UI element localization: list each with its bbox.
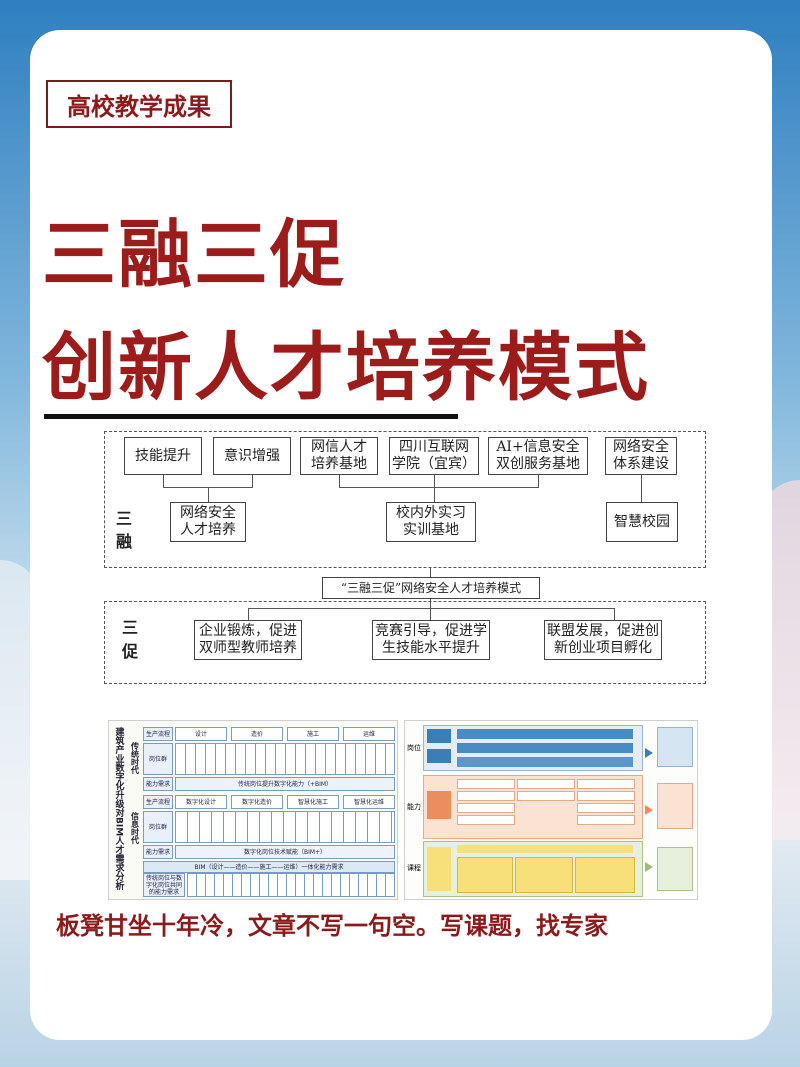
- era-traditional: 传统时代: [130, 742, 140, 774]
- model-center-title: “三融三促”网络安全人才培养模式: [322, 577, 540, 599]
- slogan-text: 板凳甘坐十年冷，文章不写一句空。写课题，找专家: [56, 912, 608, 940]
- category-tag: 高校教学成果: [46, 80, 232, 128]
- box-competition: 竞赛引导，促进学 生技能水平提升: [372, 620, 490, 660]
- san-rong-frame: [104, 431, 706, 568]
- san-rong-char-1: 三: [116, 509, 133, 528]
- stage: 运维: [343, 727, 395, 741]
- box-enterprise-training: 企业锻炼，促进 双师型教师培养: [194, 620, 302, 660]
- san-cu-char-2: 促: [122, 642, 139, 661]
- row-label: 岗位群: [143, 743, 173, 775]
- bim-side-title: 建筑产业数字化升级对BIM人才需求分析: [113, 727, 124, 891]
- box-awareness: 意识增强: [213, 437, 291, 475]
- common-abilities-grid: [187, 873, 395, 897]
- digital-positions-grid: [175, 811, 395, 843]
- stage: 数字化设计: [175, 795, 227, 809]
- san-cu-frame: [104, 601, 706, 684]
- col-label: 课程: [407, 864, 421, 872]
- title-line-2: 创新人才培养模式: [42, 325, 650, 411]
- box-skill-improve: 技能提升: [124, 437, 202, 475]
- box-smart-campus: 智慧校园: [606, 502, 678, 542]
- row-label: 能力需求: [143, 777, 173, 791]
- stage: 数字化造价: [231, 795, 283, 809]
- row-label-common: 传统岗位与数字化岗位共同的能力需求: [143, 873, 185, 897]
- col-label: 岗位: [407, 744, 421, 752]
- box-alliance: 联盟发展，促进创 新创业项目孵化: [544, 620, 662, 660]
- col-label: 能力: [407, 803, 421, 811]
- box-security-system: 网络安全 体系建设: [605, 437, 677, 475]
- row-label: 岗位群: [143, 811, 173, 843]
- bar-digital: 数字化岗位技术赋能（BIM+）: [175, 845, 395, 859]
- bar-traditional: 传统岗位提升数字化能力（+BIM）: [175, 777, 395, 791]
- stage: 智慧化施工: [287, 795, 339, 809]
- box-talent-base: 网信人才 培养基地: [300, 437, 378, 475]
- box-security-talent: 网络安全 人才培养: [170, 502, 246, 542]
- san-rong-char-2: 融: [116, 532, 133, 551]
- row-label: 生产流程: [143, 727, 173, 741]
- box-internet-college: 四川互联网 学院（宜宾）: [389, 437, 479, 475]
- box-internship-base: 校内外实习 实训基地: [386, 502, 476, 542]
- stage: 施工: [287, 727, 339, 741]
- row-label: 能力需求: [143, 845, 173, 859]
- bim-analysis-thumbnail: 建筑产业数字化升级对BIM人才需求分析 传统时代 信息时代 生产流程 岗位群 能…: [108, 720, 398, 900]
- stage: 造价: [231, 727, 283, 741]
- stage: 智慧化运维: [343, 795, 395, 809]
- box-ai-security-base: AI+信息安全 双创服务基地: [488, 437, 588, 475]
- row-label: 生产流程: [143, 795, 173, 809]
- stage: 设计: [175, 727, 227, 741]
- bar-bim-integration: BIM（设计——造价——施工——运维）一体化能力需求: [143, 861, 395, 873]
- title-line-1: 三融三促: [42, 212, 346, 298]
- traditional-positions-grid: [175, 743, 395, 775]
- era-information: 信息时代: [130, 812, 140, 844]
- san-cu-char-1: 三: [122, 618, 139, 637]
- curriculum-thumbnail: 岗位 能力 课程: [404, 720, 698, 900]
- title-underline: [44, 414, 458, 419]
